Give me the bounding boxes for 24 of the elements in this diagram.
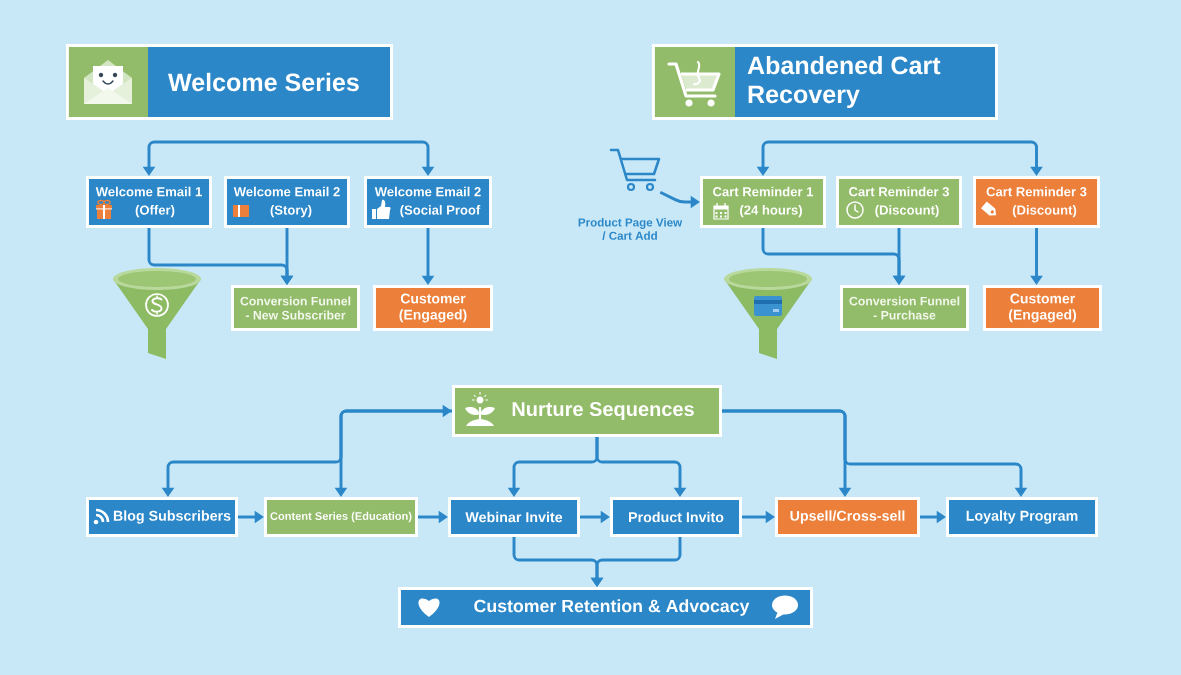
process-box: Loyalty Program <box>946 497 1098 537</box>
process-box: Nurture Sequences <box>452 385 722 437</box>
process-box: Blog Subscribers <box>86 497 238 537</box>
process-box: Customer Retention & Advocacy <box>398 587 813 628</box>
arrow <box>722 409 1028 497</box>
header-banner: Welcome Series <box>66 44 393 120</box>
process-box: Cart Reminder 3 (Discount) <box>836 176 962 228</box>
cart-icon <box>609 148 661 192</box>
process-box: Upsell/Cross-sell <box>775 497 920 537</box>
process-box: Customer (Engaged) <box>373 285 493 331</box>
process-box: Conversion Funnel - New Subscriber <box>231 285 360 331</box>
process-box: Content Series (Education) <box>264 497 418 537</box>
process-box: Customer (Engaged) <box>983 285 1102 331</box>
process-box: Product Invito <box>610 497 742 537</box>
arrow <box>595 436 687 497</box>
process-box: Conversion Funnel - Purchase <box>840 285 969 331</box>
process-box: Welcome Email 2 (Story) <box>224 176 350 228</box>
process-box: Cart Reminder 3 (Discount) <box>973 176 1100 228</box>
process-box: Welcome Email 2 (Social Proof <box>364 176 492 228</box>
label: Product Page View / Cart Add <box>578 218 683 240</box>
header-banner: Abandened Cart Recovery <box>652 44 998 120</box>
process-box: Welcome Email 1 (Offer) <box>86 176 212 228</box>
process-box: Cart Reminder 1 (24 hours) <box>700 176 826 228</box>
process-box: Webinar Invite <box>448 497 580 537</box>
